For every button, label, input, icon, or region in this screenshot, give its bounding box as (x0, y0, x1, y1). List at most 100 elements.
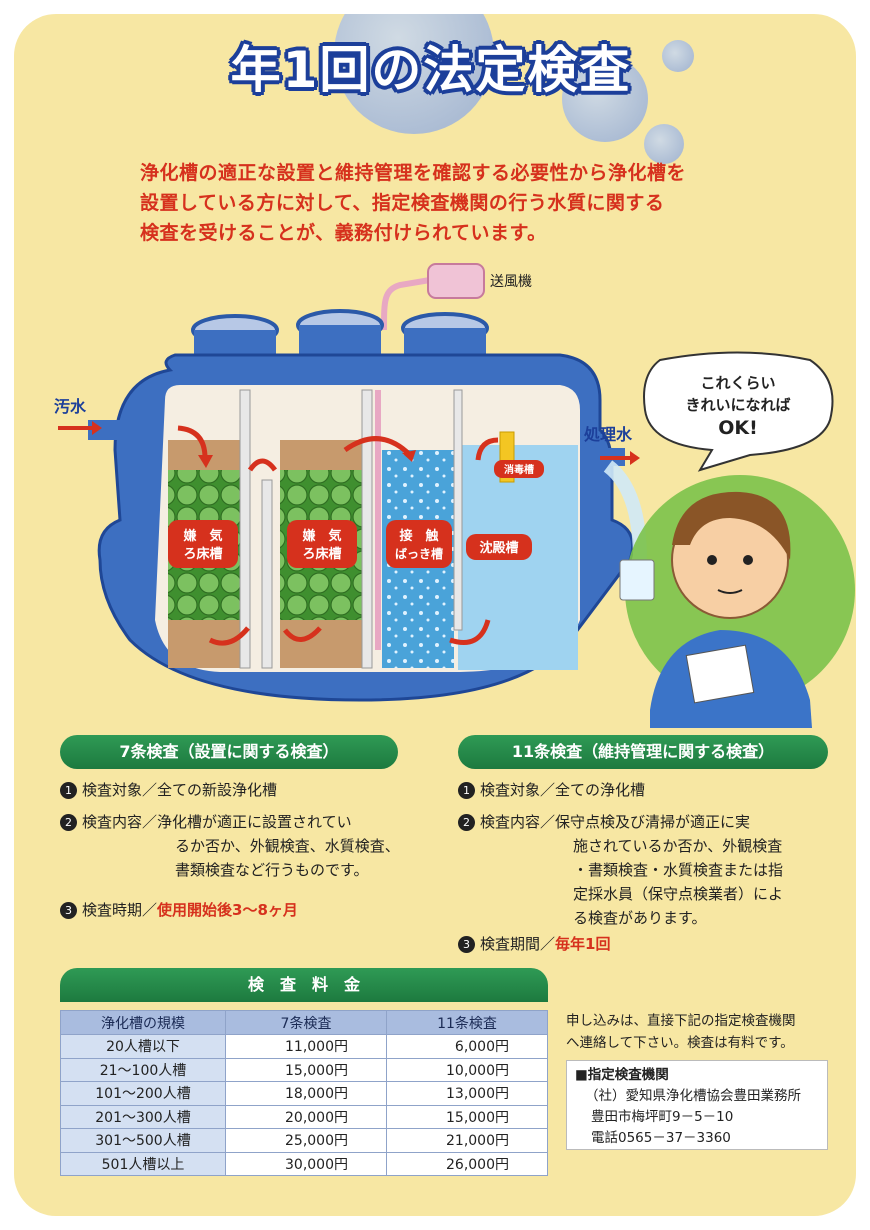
table-cell: 15,000円 (386, 1104, 548, 1129)
item-label: 検査対象／ (82, 781, 158, 799)
art11-item-target: 1 検査対象／全ての浄化槽 (458, 778, 838, 802)
chamber-label: 嫌 気 (182, 528, 222, 544)
decor-bubble-small (644, 124, 684, 164)
art7-item-timing: 3 検査時期／使用開始後3～8ヶ月 (60, 898, 420, 922)
flow-arrow (283, 626, 322, 642)
table-cell: 501人槽以上 (60, 1151, 226, 1176)
chamber-label: ろ床槽 (302, 546, 341, 562)
chamber-label: 嫌 気 (301, 528, 341, 544)
apply-note: 申し込みは、直接下記の指定検査機関 へ連絡して下さい。検査は有料です。 (566, 1010, 850, 1054)
table-header-row: 浄化槽の規模 7条検査 11条検査 (60, 1010, 548, 1035)
column-header: 11条検査 (386, 1010, 548, 1035)
chamber-label: 沈殿槽 (479, 540, 518, 556)
clipboard-icon (685, 644, 755, 704)
chamber-label: ばっき槽 (395, 546, 443, 561)
table-row: 101～200人槽 18,000円 13,000円 (60, 1081, 548, 1106)
item-text: ・書類検査・水質検査または指 (573, 861, 784, 879)
item-text: 定採水員（保守点検業者）によ (573, 885, 784, 903)
column-header: 浄化槽の規模 (60, 1010, 226, 1035)
number-badge: 2 (458, 814, 475, 831)
apply-line: 申し込みは、直接下記の指定検査機関 (566, 1013, 796, 1029)
inflow-label: 汚水 (54, 397, 87, 416)
flow-arrow (475, 437, 499, 461)
table-cell: 201～300人槽 (60, 1104, 226, 1129)
chamber-label: 接 触 (399, 528, 438, 544)
flow-arrow (177, 425, 208, 459)
flow-arrow (208, 626, 250, 646)
table-cell: 10,000円 (386, 1057, 548, 1082)
number-badge: 3 (458, 936, 475, 953)
table-row: 21～100人槽 15,000円 10,000円 (60, 1057, 548, 1082)
column-header: 7条検査 (225, 1010, 387, 1035)
art11-item-period: 3 検査期間／毎年1回 (458, 932, 818, 956)
item-label: 検査内容／ (480, 813, 556, 831)
table-row: 501人槽以上 30,000円 26,000円 (60, 1151, 548, 1176)
item-text: 浄化槽が適正に設置されてい (157, 813, 352, 831)
speech-bubble (643, 351, 834, 472)
number-badge: 2 (60, 814, 77, 831)
table-cell: 11,000円 (225, 1034, 387, 1059)
water-glass-icon (619, 559, 655, 601)
intro-text: 浄化槽の適正な設置と維持管理を確認する必要性から浄化槽を 設置している方に対して… (140, 158, 780, 248)
item-label: 検査対象／ (480, 781, 556, 799)
item-text: 書類検査など行うものです。 (175, 861, 369, 879)
table-cell: 21,000円 (386, 1128, 548, 1153)
item-text: 使用開始後3～8ヶ月 (157, 901, 298, 919)
item-label: 検査期間／ (480, 935, 556, 953)
apply-line: へ連絡して下さい。検査は有料です。 (566, 1035, 794, 1051)
inspection-org-box: ■指定検査機関 （社）愛知県浄化槽協会豊田業務所 豊田市梅坪町9－5－10 電話… (566, 1060, 828, 1150)
intro-line: 浄化槽の適正な設置と維持管理を確認する必要性から浄化槽を (140, 162, 687, 184)
table-row: 20人槽以下 11,000円 6,000円 (60, 1034, 548, 1059)
outflow-label: 処理水 (584, 425, 633, 444)
chamber-label: ろ床槽 (183, 546, 222, 562)
item-text: 全ての新設浄化槽 (157, 781, 278, 799)
blower-icon (427, 263, 485, 299)
item-text: る検査があります。 (573, 909, 707, 927)
fee-table: 浄化槽の規模 7条検査 11条検査 20人槽以下 11,000円 6,000円 … (60, 1010, 548, 1176)
art11-item-content: 2 検査内容／保守点検及び清掃が適正に実 施されているか否か、外観検査 ・書類検査… (458, 810, 848, 930)
table-cell: 13,000円 (386, 1081, 548, 1106)
table-cell: 25,000円 (225, 1128, 387, 1153)
inspector-hair (672, 491, 791, 560)
table-cell: 18,000円 (225, 1081, 387, 1106)
art11-heading: 11条検査（維持管理に関する検査） (458, 735, 828, 769)
number-badge: 1 (458, 782, 475, 799)
intro-line: 設置している方に対して、指定検査機関の行う水質に関する (140, 192, 665, 214)
page-title: 年1回の法定検査 (230, 41, 632, 99)
item-text: 全ての浄化槽 (555, 781, 646, 799)
flow-arrow (343, 436, 412, 457)
table-cell: 15,000円 (225, 1057, 387, 1082)
blower-label: 送風機 (490, 274, 532, 290)
table-row: 301～500人槽 25,000円 21,000円 (60, 1128, 548, 1153)
disinfect-label: 消毒槽 (504, 463, 534, 476)
art7-item-target: 1 検査対象／全ての新設浄化槽 (60, 778, 420, 802)
item-label: 検査内容／ (82, 813, 158, 831)
table-cell: 20人槽以下 (60, 1034, 226, 1059)
blower-pipe (381, 277, 431, 331)
item-text: 保守点検及び清掃が適正に実 (555, 813, 751, 831)
inflow-pipe (88, 420, 128, 440)
table-cell: 6,000円 (386, 1034, 548, 1059)
table-cell: 301～500人槽 (60, 1128, 226, 1153)
org-heading: ■指定検査機関 (575, 1067, 669, 1083)
number-badge: 3 (60, 902, 77, 919)
item-text: 施されているか否か、外観検査 (573, 837, 783, 855)
number-badge: 1 (60, 782, 77, 799)
speech-line: きれいになれば (685, 396, 790, 414)
item-text: るか否か、外観検査、水質検査、 (175, 837, 400, 855)
flow-arrow (247, 458, 278, 472)
item-text: 毎年1回 (555, 935, 611, 953)
art7-heading: 7条検査（設置に関する検査） (60, 735, 398, 769)
decor-bubble-tiny (662, 40, 694, 72)
org-address: 豊田市梅坪町9－5－10 (591, 1109, 734, 1125)
item-label: 検査時期／ (82, 901, 158, 919)
table-cell: 101～200人槽 (60, 1081, 226, 1106)
table-row: 201～300人槽 20,000円 15,000円 (60, 1104, 548, 1129)
table-cell: 20,000円 (225, 1104, 387, 1129)
speech-line: OK! (718, 417, 758, 439)
speech-line: これくらい (700, 374, 775, 392)
septic-tank-diagram: 送風機 汚水 処理水 嫌 気 ろ床槽 嫌 気 ろ床槽 接 (54, 263, 855, 728)
table-cell: 30,000円 (225, 1151, 387, 1176)
intro-line: 検査を受けることが、義務付けられています。 (140, 222, 547, 244)
table-cell: 26,000円 (386, 1151, 548, 1176)
